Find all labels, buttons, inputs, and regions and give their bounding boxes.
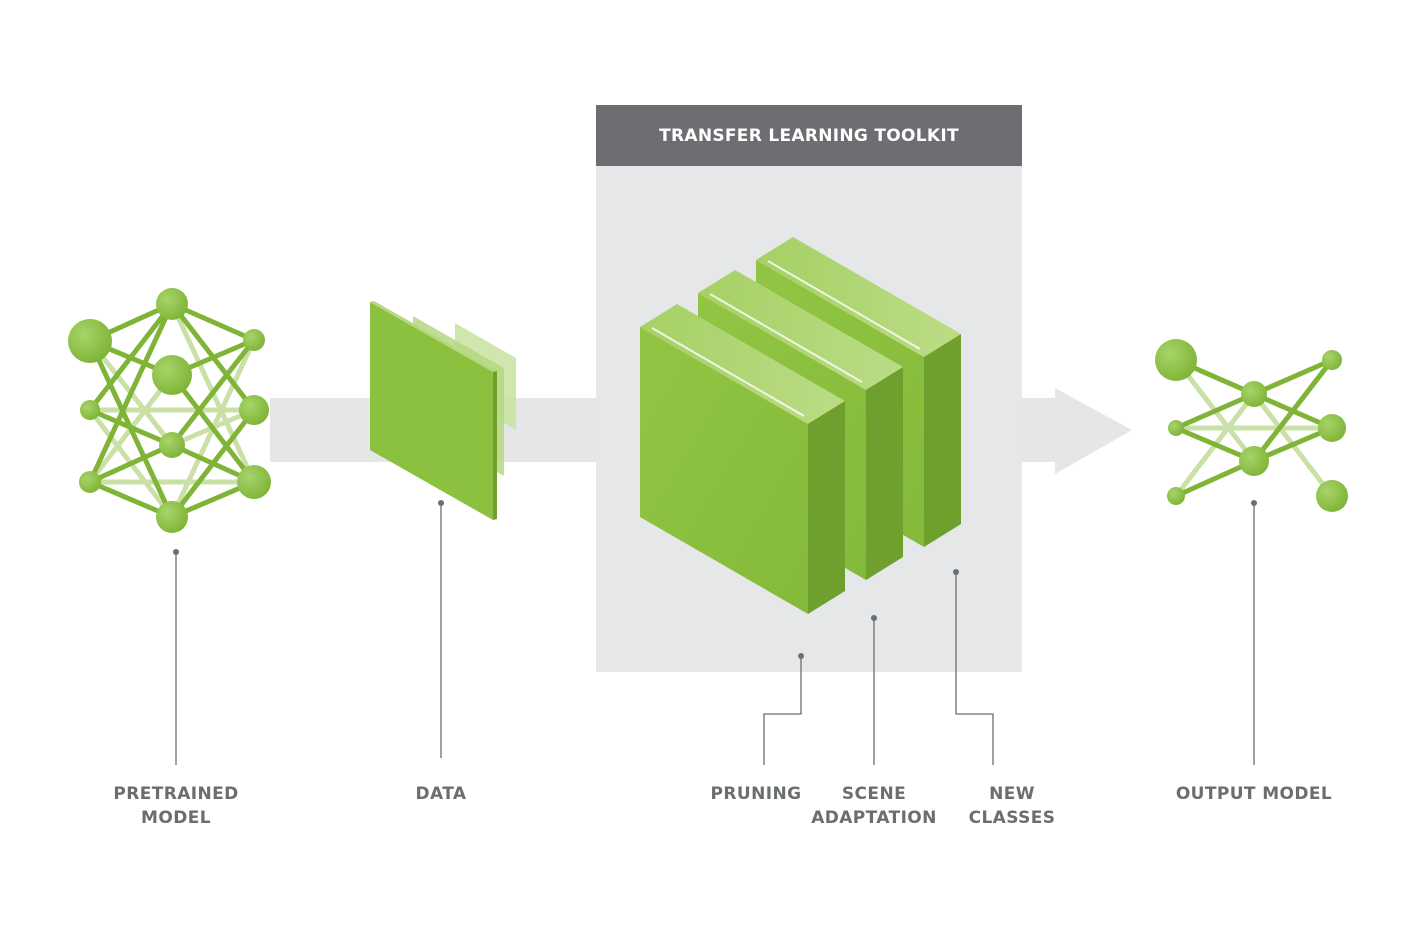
pruning-slab [640, 304, 845, 614]
data-sheets-icon [370, 301, 516, 520]
label-output-model-line-1: OUTPUT MODEL [1175, 784, 1333, 804]
label-scene-adaptation-line-2: ADAPTATION [811, 808, 937, 828]
label-data: DATA [381, 782, 501, 806]
label-output-model: OUTPUT MODEL [1164, 782, 1344, 806]
leader-lines [175, 503, 1255, 765]
label-pretrained-model-line-1: PRETRAINED [113, 784, 239, 804]
label-data-line-1: DATA [415, 784, 467, 804]
pretrained-model-network-icon [68, 288, 271, 533]
leader-dots [173, 500, 1257, 659]
toolkit-slabs-icon [640, 237, 961, 614]
label-pretrained-model: PRETRAINED MODEL [96, 782, 256, 830]
leader-pruning [763, 656, 802, 765]
output-model-network-icon [1155, 339, 1348, 512]
label-pruning-line-1: PRUNING [710, 784, 802, 804]
label-new-classes: NEW CLASSES [952, 782, 1072, 830]
toolkit-title: TRANSFER LEARNING TOOLKIT [659, 125, 959, 146]
toolkit-header [596, 105, 1022, 166]
label-scene-adaptation: SCENE ADAPTATION [809, 782, 939, 830]
label-pruning: PRUNING [696, 782, 816, 806]
label-pretrained-model-line-2: MODEL [141, 808, 211, 828]
leader-new-classes [955, 572, 994, 765]
label-new-classes-line-1: NEW [989, 784, 1035, 804]
label-scene-adaptation-line-1: SCENE [841, 784, 907, 804]
label-new-classes-line-2: CLASSES [968, 808, 1056, 828]
